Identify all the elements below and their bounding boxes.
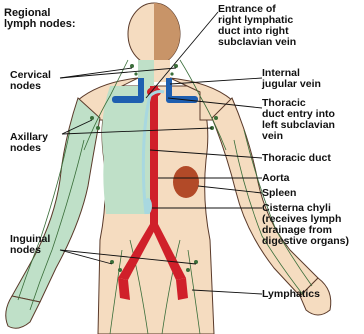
title-line: lymph nodes: (4, 19, 76, 30)
cervical-node (134, 72, 137, 75)
inguinal-node (118, 268, 122, 272)
cisterna-chyli (144, 198, 152, 214)
label-cervical-nodes: Cervical nodes (10, 70, 51, 92)
spleen (173, 166, 199, 198)
body-silhouette (6, 3, 331, 334)
label-thoracic-duct-entry: Thoracic duct entry into left subclavian… (262, 98, 335, 142)
label-line: subclavian vein (218, 37, 296, 48)
label-aorta: Aorta (262, 173, 289, 184)
label-spleen: Spleen (262, 188, 296, 199)
left-arm (12, 98, 100, 302)
diagram-title: Regional lymph nodes: (4, 8, 76, 30)
label-inguinal-nodes: Inguinal nodes (10, 234, 50, 256)
label-right-lymphatic-duct-entrance: Entrance of right lymphatic duct into ri… (218, 4, 296, 48)
drained-torso-region (102, 86, 154, 214)
right-jugular-vein (138, 78, 144, 100)
label-line: digestive organs) (262, 236, 349, 247)
label-cisterna-chyli: Cisterna chyli (receives lymph drainage … (262, 203, 349, 247)
label-thoracic-duct: Thoracic duct (262, 153, 331, 164)
label-line: nodes (10, 245, 50, 256)
label-line: Lymphatics (262, 289, 320, 300)
label-internal-jugular-vein: Internal jugular vein (262, 68, 321, 90)
inguinal-node (186, 268, 190, 272)
label-axillary-nodes: Axillary nodes (10, 132, 48, 154)
inguinal-node (194, 260, 198, 264)
axillary-node (90, 116, 94, 120)
left-jugular-vein (166, 78, 172, 100)
label-lymphatics: Lymphatics (262, 289, 320, 300)
cervical-node (170, 72, 173, 75)
label-line: vein (262, 131, 335, 142)
label-line: Thoracic duct (262, 153, 331, 164)
left-hand (6, 296, 40, 328)
axillary-node (214, 116, 218, 120)
cervical-node (174, 64, 178, 68)
right-head-region (154, 3, 180, 65)
label-line: nodes (10, 81, 51, 92)
label-line: jugular vein (262, 79, 321, 90)
cervical-node (130, 64, 134, 68)
label-line: Spleen (262, 188, 296, 199)
label-line: Aorta (262, 173, 289, 184)
label-line: nodes (10, 143, 48, 154)
axillary-node (96, 126, 100, 130)
